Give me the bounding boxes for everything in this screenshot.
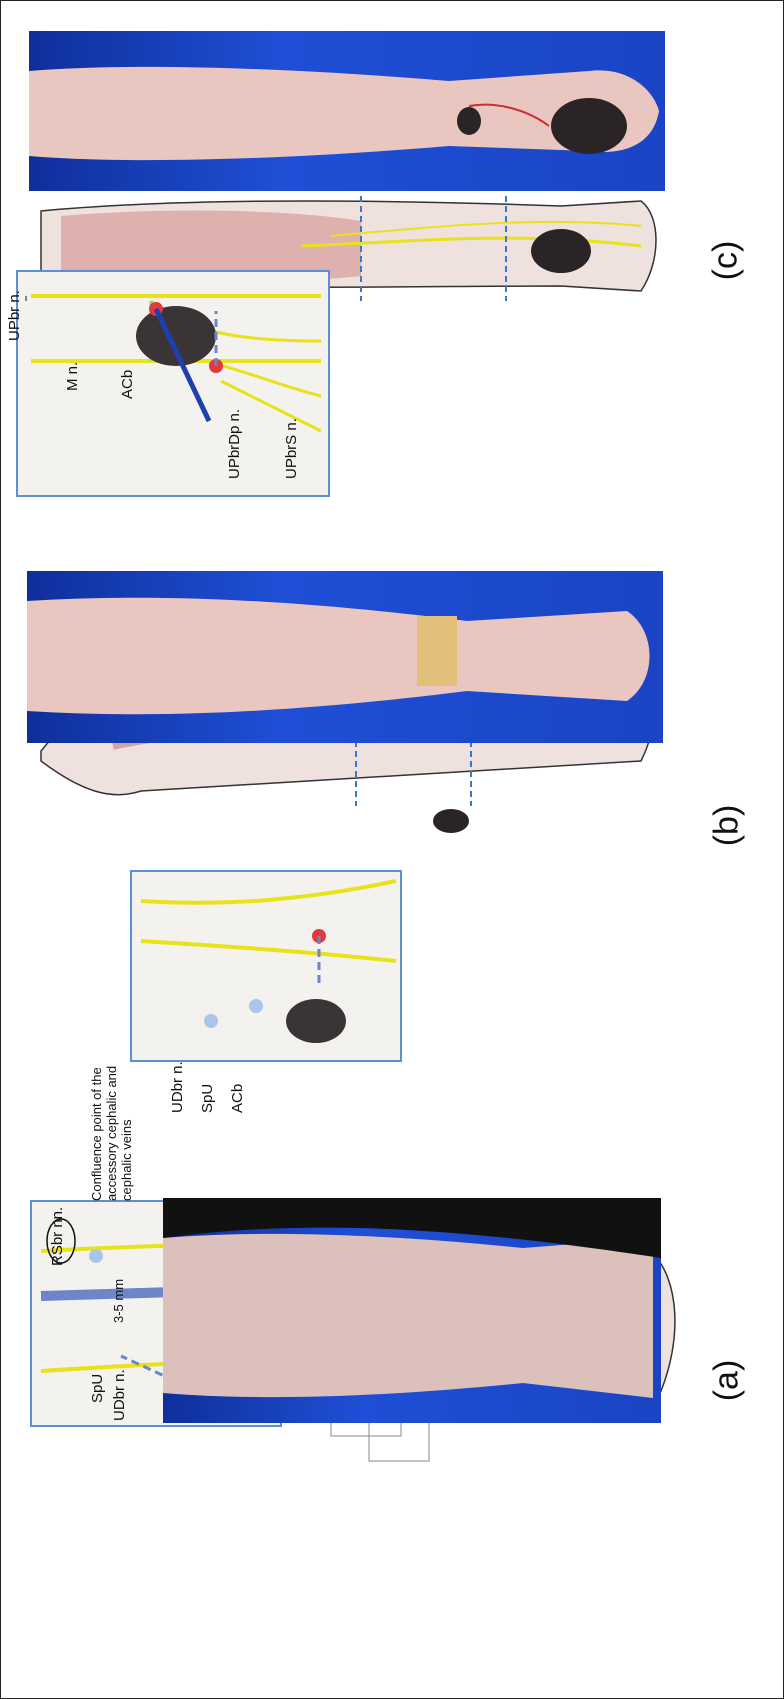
label-upbrs-nerve: UPbrS n. — [283, 418, 300, 479]
label-confluence-point: Confluence point of the accessory cephal… — [89, 1031, 134, 1201]
label-acb: ACb — [119, 370, 136, 399]
label-rsbr-nerves: RSbr nn. — [49, 1207, 66, 1266]
label-udbr-nerve-a: UDbr n. — [111, 1369, 128, 1421]
label-spu: SpU — [199, 1084, 216, 1113]
panel-b-label: (b) — [707, 805, 746, 847]
panel-b-inset-lines — [131, 871, 401, 1061]
panel-b-photo — [27, 571, 663, 743]
label-udbr-nerve: UDbr n. — [169, 1061, 186, 1113]
label-upbr-nerve: UPbr n. — [6, 290, 23, 341]
label-acb-b: ACb — [229, 1084, 246, 1113]
panel-b-photo-limb — [27, 571, 663, 743]
label-distance: 3-5 mm — [111, 1279, 126, 1323]
label-upbrdp-nerve: UPbrDp n. — [226, 409, 243, 479]
panel-a-photo-limb — [163, 1198, 661, 1423]
panel-c-label: (c) — [706, 241, 745, 281]
panel-a-label: (a) — [707, 1360, 746, 1402]
panel-a-photo — [163, 1198, 661, 1423]
label-spu-a: SpU — [89, 1374, 106, 1403]
label-median-nerve: M n. — [64, 362, 81, 391]
